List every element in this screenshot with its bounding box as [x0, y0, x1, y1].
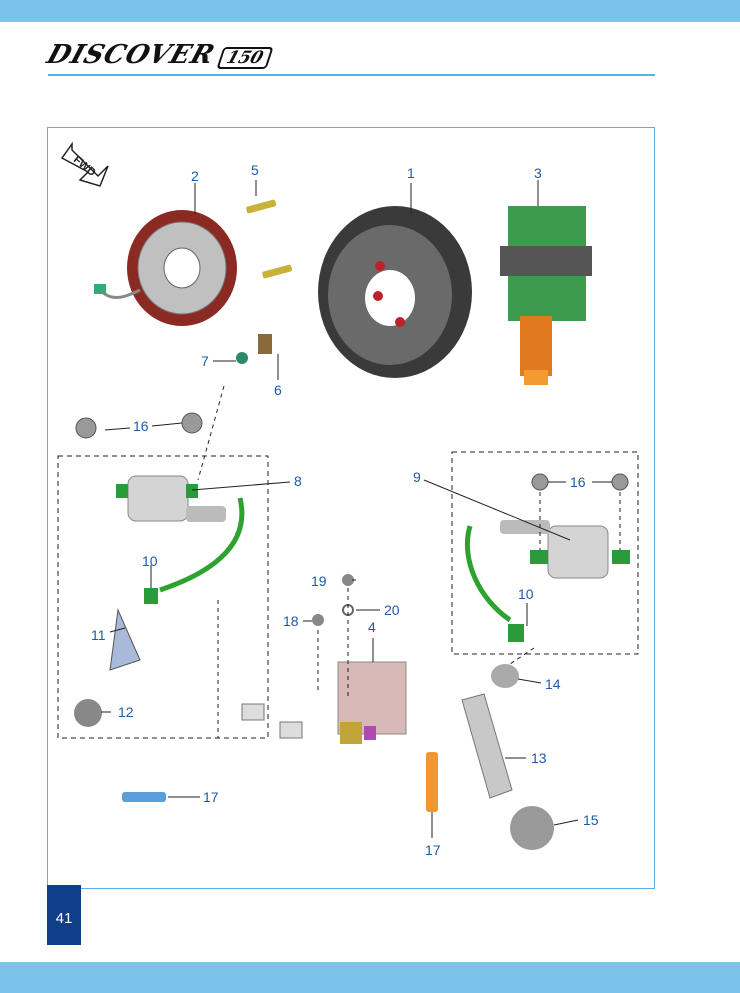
hv-cable-left: [159, 497, 245, 593]
seal-12: [74, 699, 102, 727]
bolt-16-left-a: [75, 417, 97, 439]
cap-10-left: [144, 588, 158, 604]
callout-3: 3: [534, 165, 542, 181]
ignition-coil-right-illustration: [500, 520, 630, 579]
callout-17-left: 17: [203, 789, 219, 805]
callout-19: 19: [311, 573, 327, 589]
callout-4: 4: [368, 619, 376, 635]
bolt-18: [312, 614, 324, 626]
forward-direction-arrow-icon: FWD: [60, 141, 109, 187]
spark-plug-right: [426, 752, 438, 812]
header-rule: [48, 74, 655, 76]
callout-11: 11: [91, 627, 106, 643]
callout-17-right: 17: [425, 842, 441, 858]
callout-15: 15: [583, 812, 599, 828]
hv-cable-right: [464, 525, 512, 623]
seal-14: [491, 664, 519, 688]
callout-1: 1: [407, 165, 415, 181]
bolt-16-left-b: [181, 412, 203, 434]
callout-6: 6: [274, 382, 282, 398]
page-number: 41: [55, 910, 73, 927]
nut-illustration: [236, 352, 248, 364]
callout-10-left: 10: [142, 553, 158, 569]
callout-9: 9: [413, 469, 421, 485]
callout-8: 8: [294, 473, 302, 489]
cdi-unit-illustration: [241, 661, 407, 744]
lock-plate-illustration: [258, 334, 272, 354]
callout-20: 20: [384, 602, 400, 618]
callout-labels: 1 2 3 4 5 6 7 8 9 10 10 11 12 13 14 15 1…: [91, 162, 599, 858]
ignition-coil-group-left: [57, 455, 269, 739]
plug-cap-11: [109, 608, 141, 671]
dashed-guides: [197, 385, 621, 738]
plug-cap-13: [461, 693, 513, 799]
leader-lines: [101, 180, 612, 838]
callout-12: 12: [118, 704, 134, 720]
pulser-coil-illustration: [500, 206, 592, 385]
flywheel-illustration: [318, 206, 472, 378]
callout-7: 7: [201, 353, 209, 369]
bottom-accent-bar: [0, 962, 740, 993]
callout-10-right: 10: [518, 586, 534, 602]
ignition-coil-illustration: [116, 475, 226, 522]
diagram-frame: [47, 127, 655, 889]
page-number-box: 41: [47, 885, 81, 945]
callout-13: 13: [531, 750, 547, 766]
ignition-coil-group-right: [451, 451, 639, 655]
bolt-16-right-b: [611, 473, 629, 491]
spark-plug-left: [122, 792, 166, 802]
callout-5: 5: [251, 162, 259, 178]
callout-16-left: 16: [133, 418, 149, 434]
callout-18: 18: [283, 613, 299, 629]
stator-coil-illustration: [94, 210, 237, 326]
callout-16-right: 16: [570, 474, 586, 490]
callout-2: 2: [191, 168, 199, 184]
rubber-15: [510, 806, 554, 850]
top-accent-bar: [0, 0, 740, 22]
bolt-16-right-a: [531, 473, 549, 491]
cap-10-right: [508, 624, 524, 642]
bolt-19: [342, 574, 354, 586]
callout-14: 14: [545, 676, 561, 692]
bolt-illustration: [246, 199, 293, 279]
